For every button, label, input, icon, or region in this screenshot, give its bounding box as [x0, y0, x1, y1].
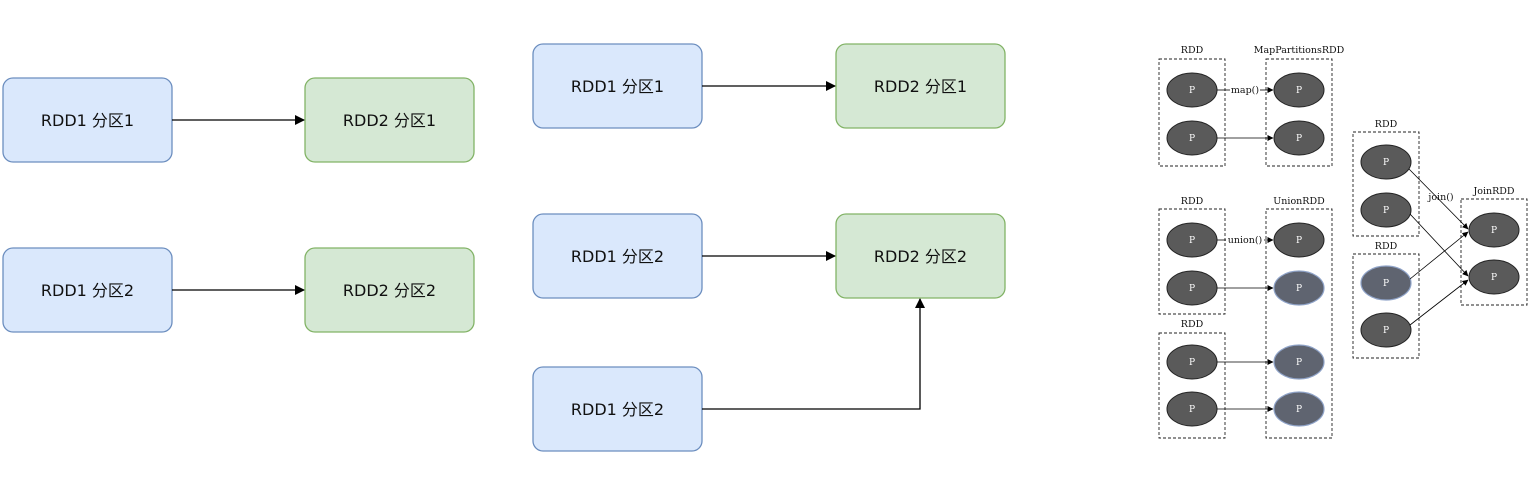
panel-left-narrow-dependency: RDD1 分区1 RDD2 分区1 RDD1 分区2 RDD2 分区2 [2, 77, 475, 333]
join-dst-partition-1: P [1468, 212, 1520, 248]
union-block: RDD UnionRDD RDD P P P P P P P P union() [1158, 196, 1333, 439]
svg-text:P: P [1189, 134, 1195, 144]
svg-text:P: P [1296, 134, 1302, 144]
union-dst-partition-2: P [1273, 270, 1325, 306]
map-src-partition-2: P [1166, 120, 1218, 156]
left-rdd2-partition1-label: RDD2 分区1 [343, 111, 436, 130]
middle-rdd2-partition1-box: RDD2 分区1 [835, 43, 1006, 129]
join-src-rdd-bottom-container [1352, 253, 1420, 359]
map-dst-partition-2: P [1273, 120, 1325, 156]
join-edge-3 [1409, 231, 1469, 280]
map-src-partition-1: P [1166, 72, 1218, 108]
union-src-partition-1: P [1166, 222, 1218, 258]
middle-rdd1-partition2-label: RDD1 分区2 [571, 247, 664, 266]
svg-text:P: P [1383, 279, 1389, 289]
svg-text:P: P [1491, 273, 1497, 283]
left-rdd2-partition2-box: RDD2 分区2 [304, 247, 475, 333]
join-block: RDD RDD JoinRDD P P P P P P join() [1352, 119, 1528, 359]
join-src-partition-1: P [1360, 144, 1412, 180]
middle-rdd2-partition2-box: RDD2 分区2 [835, 213, 1006, 299]
map-block: RDD MapPartitionsRDD P P P P map() [1158, 45, 1345, 167]
svg-text:P: P [1491, 226, 1497, 236]
join-src-rdd-bottom-label: RDD [1375, 241, 1398, 252]
join-op-label: join() [1427, 192, 1453, 203]
union-dst-rdd-label: UnionRDD [1273, 196, 1325, 207]
svg-text:P: P [1189, 358, 1195, 368]
union-src-rdd-top-label: RDD [1181, 196, 1204, 207]
union-src-rdd-bottom-label: RDD [1181, 319, 1204, 330]
middle-rdd2-partition1-label: RDD2 分区1 [874, 77, 967, 96]
svg-text:P: P [1189, 86, 1195, 96]
map-src-rdd-container [1158, 58, 1226, 167]
middle-rdd2-partition2-label: RDD2 分区2 [874, 247, 967, 266]
svg-text:P: P [1383, 326, 1389, 336]
map-op-label: map() [1231, 85, 1259, 96]
left-rdd1-partition1-box: RDD1 分区1 [2, 77, 173, 163]
map-dst-rdd-label: MapPartitionsRDD [1254, 45, 1345, 56]
map-src-rdd-label: RDD [1181, 45, 1204, 56]
panel-middle-many-to-one: RDD1 分区1 RDD2 分区1 RDD1 分区2 RDD2 分区2 RDD1… [532, 43, 1006, 452]
join-src-rdd-top-label: RDD [1375, 119, 1398, 130]
svg-text:P: P [1383, 158, 1389, 168]
svg-text:P: P [1296, 405, 1302, 415]
left-rdd2-partition1-box: RDD2 分区1 [304, 77, 475, 163]
map-dst-rdd-container [1265, 58, 1333, 167]
union-dst-rdd-container [1265, 208, 1333, 439]
middle-rdd1-partition2b-label: RDD1 分区2 [571, 400, 664, 419]
union-dst-partition-3: P [1273, 344, 1325, 380]
join-dst-partition-2: P [1468, 259, 1520, 295]
svg-text:P: P [1296, 236, 1302, 246]
join-src-partition-4: P [1360, 312, 1412, 348]
join-edge-1 [1408, 168, 1469, 230]
union-src-partition-2: P [1166, 270, 1218, 306]
join-src-partition-3: P [1360, 265, 1412, 301]
middle-arrow-elbow [702, 298, 925, 410]
middle-rdd1-partition2-box: RDD1 分区2 [532, 213, 703, 299]
union-src-partition-3: P [1166, 344, 1218, 380]
svg-text:P: P [1383, 206, 1389, 216]
left-rdd1-partition2-label: RDD1 分区2 [41, 281, 134, 300]
svg-text:P: P [1189, 236, 1195, 246]
middle-rdd1-partition1-label: RDD1 分区1 [571, 77, 664, 96]
join-dst-rdd-container [1460, 198, 1528, 306]
union-op-label: union() [1228, 235, 1263, 246]
join-edge-4 [1409, 279, 1469, 326]
middle-rdd1-partition2b-box: RDD1 分区2 [532, 366, 703, 452]
union-src-rdd-top-container [1158, 208, 1226, 315]
svg-text:P: P [1189, 284, 1195, 294]
svg-text:P: P [1296, 86, 1302, 96]
union-src-rdd-bottom-container [1158, 332, 1226, 439]
svg-text:P: P [1189, 405, 1195, 415]
join-dst-rdd-label: JoinRDD [1472, 186, 1514, 197]
panel-right-transformations: RDD MapPartitionsRDD P P P P map() RDD U… [1158, 45, 1528, 439]
map-dst-partition-1: P [1273, 72, 1325, 108]
join-edge-2 [1409, 213, 1469, 277]
middle-rdd1-partition1-box: RDD1 分区1 [532, 43, 703, 129]
join-src-partition-2: P [1360, 192, 1412, 228]
left-rdd2-partition2-label: RDD2 分区2 [343, 281, 436, 300]
left-rdd1-partition1-label: RDD1 分区1 [41, 111, 134, 130]
union-src-partition-4: P [1166, 391, 1218, 427]
left-rdd1-partition2-box: RDD1 分区2 [2, 247, 173, 333]
svg-text:P: P [1296, 284, 1302, 294]
union-dst-partition-1: P [1273, 222, 1325, 258]
union-dst-partition-4: P [1273, 391, 1325, 427]
svg-text:P: P [1296, 358, 1302, 368]
join-src-rdd-top-container [1352, 131, 1420, 237]
